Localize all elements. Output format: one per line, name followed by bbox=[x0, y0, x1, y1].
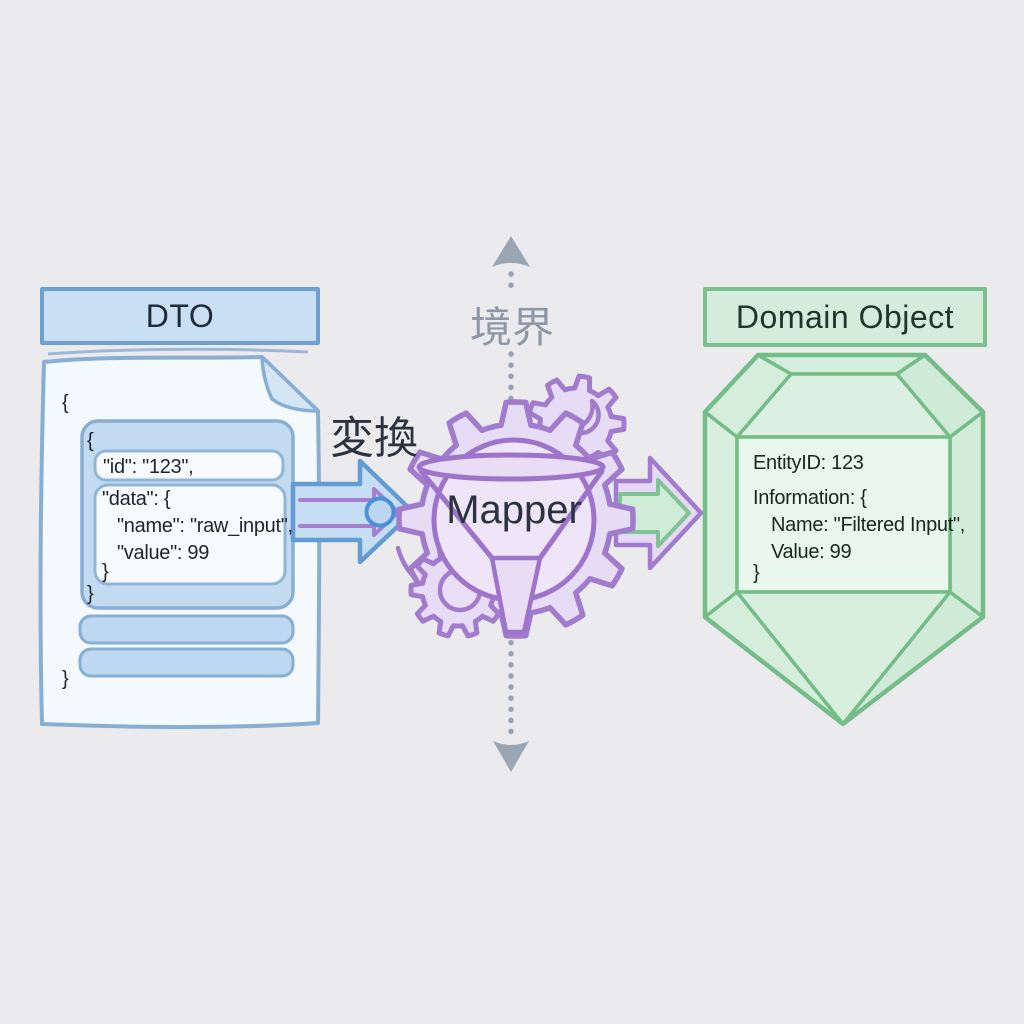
domain-code-line: Name: "Filtered Input", bbox=[771, 514, 966, 536]
funnel-icon bbox=[416, 437, 606, 635]
dto-document bbox=[38, 347, 322, 729]
boundary-label: 境界 bbox=[469, 304, 554, 351]
dto-code-line: } bbox=[62, 668, 69, 690]
dto-code-line: "name": "raw_input", bbox=[117, 515, 293, 537]
dto-code-line: "value": 99 bbox=[117, 542, 210, 564]
domain-header: Domain Object bbox=[703, 287, 987, 347]
dto-code-line: "id": "123", bbox=[103, 456, 194, 478]
boundary-arrow-down-icon bbox=[493, 741, 529, 772]
dto-code-line: { bbox=[87, 430, 94, 452]
boundary-arrow-up-icon bbox=[492, 236, 530, 267]
dto-code-line: { bbox=[62, 392, 69, 414]
left-arrow-icon bbox=[290, 458, 416, 565]
mapper-gear-icon bbox=[395, 373, 636, 639]
domain-gem-icon bbox=[702, 352, 986, 727]
dto-bar bbox=[78, 614, 295, 645]
dto-bar bbox=[78, 647, 295, 678]
transform-label: 変換 bbox=[330, 414, 418, 463]
domain-title: Domain Object bbox=[735, 298, 955, 335]
domain-code-line: Value: 99 bbox=[771, 541, 852, 563]
folded-corner-icon bbox=[260, 355, 320, 413]
dto-data-box bbox=[93, 483, 287, 586]
domain-code-line: EntityID: 123 bbox=[753, 452, 864, 474]
dto-code-line: "data": { bbox=[102, 488, 171, 510]
domain-code-line: Information: { bbox=[753, 487, 867, 509]
dto-title: DTO bbox=[145, 297, 215, 334]
dto-code-line: } bbox=[87, 583, 94, 605]
dto-id-box bbox=[93, 449, 285, 482]
dto-header: DTO bbox=[40, 287, 320, 345]
mapper-label: Mapper bbox=[446, 488, 582, 532]
domain-code-line: } bbox=[753, 562, 760, 584]
dto-code-line: } bbox=[102, 561, 109, 583]
